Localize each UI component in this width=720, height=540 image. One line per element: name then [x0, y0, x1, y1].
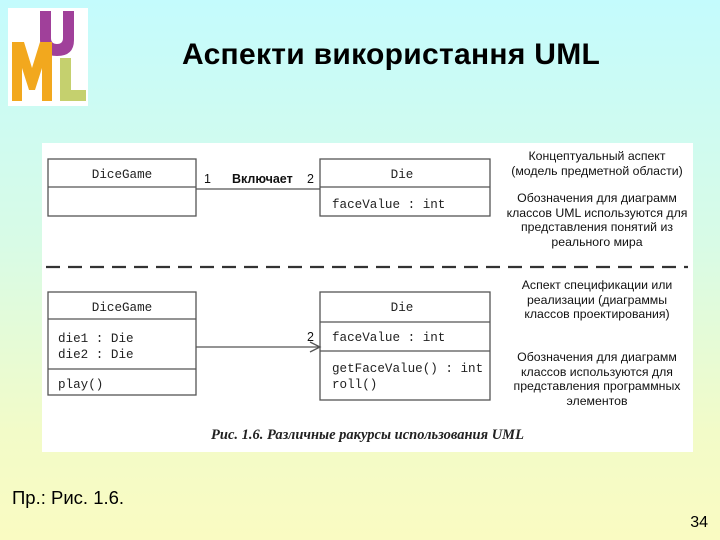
uml-diagram: DiceGame 1 Включает 2 Die faceValue : in…	[46, 158, 688, 401]
bottom-dicegame-class-box	[47, 291, 197, 396]
association-label: Включает	[232, 172, 293, 186]
top-die-name: Die	[391, 168, 414, 182]
bottom-right-multiplicity: 2	[307, 330, 314, 344]
figure-caption: Рис. 1.6. Различные ракурсы использовани…	[211, 427, 524, 443]
logo-letter-m	[12, 42, 52, 101]
slide-footnote: Пр.: Рис. 1.6.	[12, 487, 125, 508]
spec-aspect-body: Обозначения для диаграмм классов использ…	[513, 350, 681, 408]
bottom-dicegame-operation: play()	[58, 378, 103, 392]
bottom-dicegame-attribute-2: die2 : Die	[58, 348, 134, 362]
top-left-multiplicity: 1	[204, 172, 211, 186]
uml-logo	[8, 8, 88, 106]
conceptual-aspect-body: Обозначения для диаграмм классов UML исп…	[506, 191, 688, 249]
conceptual-aspect-title: Концептуальный аспект (модель предметной…	[511, 149, 683, 178]
figure-panel: DiceGame 1 Включает 2 Die faceValue : in…	[42, 143, 693, 452]
association-arrowhead	[309, 341, 322, 353]
slide-title: Аспекти використання UML	[182, 38, 601, 71]
top-die-attribute: faceValue : int	[332, 198, 445, 212]
bottom-dicegame-name: DiceGame	[92, 301, 152, 315]
bottom-die-class-box	[319, 291, 491, 401]
bottom-die-operation-2: roll()	[332, 378, 377, 392]
bottom-die-attribute: faceValue : int	[332, 331, 445, 345]
spec-aspect-title: Аспект спецификации или реализации (диаг…	[521, 278, 673, 322]
top-dicegame-name: DiceGame	[92, 168, 152, 182]
bottom-die-name: Die	[391, 301, 414, 315]
page-number: 34	[690, 514, 708, 531]
top-right-multiplicity: 2	[307, 172, 314, 186]
logo-letter-l	[60, 58, 86, 101]
bottom-die-operation-1: getFaceValue() : int	[332, 362, 483, 376]
bottom-dicegame-attribute-1: die1 : Die	[58, 332, 134, 346]
